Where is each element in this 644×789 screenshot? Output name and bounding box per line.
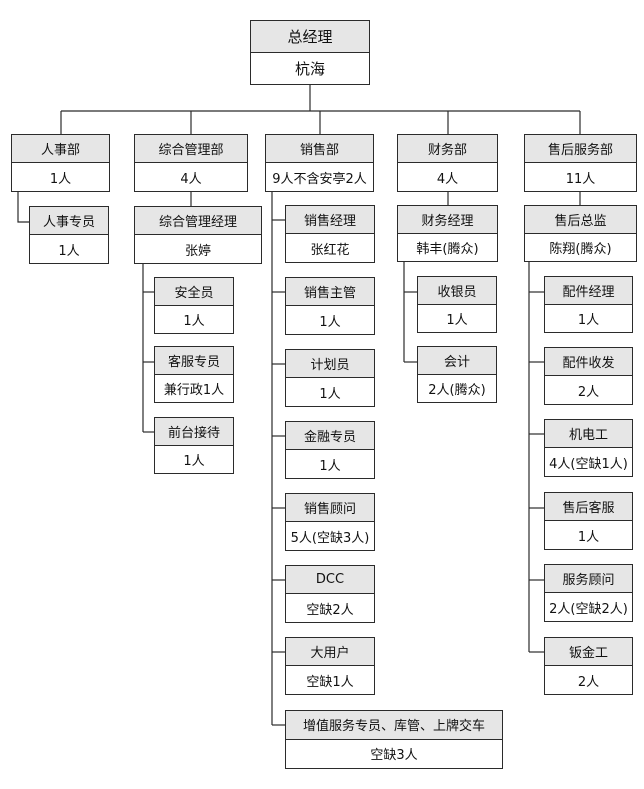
node-hr-dept: 人事部 1人 <box>11 134 110 192</box>
node-title: 销售顾问 <box>286 494 374 522</box>
node-detail: 张红花 <box>310 242 350 258</box>
node-detail: 2人 <box>577 384 600 400</box>
node-title: 人事专员 <box>30 207 108 235</box>
node-title: 售后服务部 <box>525 135 636 163</box>
node-title: 销售主管 <box>286 278 374 306</box>
node-title: 配件经理 <box>545 277 632 305</box>
node-hr-specialist: 人事专员 1人 <box>29 206 109 264</box>
node-sheet-metal: 钣金工 2人 <box>544 637 633 695</box>
node-detail: 空缺3人 <box>370 748 418 764</box>
node-planner: 计划员 1人 <box>285 349 375 407</box>
node-detail: 1人 <box>577 529 600 545</box>
node-title: 计划员 <box>286 350 374 378</box>
node-mechanic: 机电工 4人(空缺1人) <box>544 419 633 477</box>
node-finance-specialist: 金融专员 1人 <box>285 421 375 479</box>
node-detail: 1人 <box>49 171 72 187</box>
node-finance-dept: 财务部 4人 <box>397 134 498 192</box>
node-title: 综合管理经理 <box>135 207 261 235</box>
node-title: 前台接待 <box>155 418 233 446</box>
node-detail: 1人 <box>183 313 205 329</box>
node-title: 大用户 <box>286 638 374 666</box>
node-general-manager: 总经理 杭海 <box>250 20 370 85</box>
node-value-added-services: 增值服务专员、库管、上牌交车 空缺3人 <box>285 710 503 769</box>
node-detail: 1人 <box>577 312 600 328</box>
node-aftersales-customer-service: 售后客服 1人 <box>544 492 633 550</box>
node-accountant: 会计 2人(腾众) <box>417 346 497 403</box>
node-title: 收银员 <box>418 277 496 305</box>
node-service-advisor: 服务顾问 2人(空缺2人) <box>544 564 633 622</box>
node-sales-manager: 销售经理 张红花 <box>285 205 375 263</box>
node-finance-manager: 财务经理 韩丰(腾众) <box>397 205 498 262</box>
node-detail: 空缺2人 <box>306 602 354 618</box>
node-title: 人事部 <box>12 135 109 163</box>
node-detail: 11人 <box>565 171 596 187</box>
node-key-accounts: 大用户 空缺1人 <box>285 637 375 695</box>
node-detail: 1人 <box>183 453 205 469</box>
node-detail: 4人 <box>436 171 459 187</box>
node-parts-receiving: 配件收发 2人 <box>544 347 633 405</box>
node-title: 售后客服 <box>545 493 632 521</box>
node-detail: 9人不含安亭2人 <box>272 171 367 187</box>
node-detail: 陈翔(腾众) <box>549 241 612 257</box>
node-detail: 1人 <box>319 386 341 402</box>
node-detail: 空缺1人 <box>306 674 354 690</box>
node-title: 安全员 <box>155 278 233 306</box>
node-detail: 1人 <box>58 243 80 259</box>
node-title: 销售经理 <box>286 206 374 234</box>
node-detail: 韩丰(腾众) <box>416 241 479 257</box>
node-safety-officer: 安全员 1人 <box>154 277 234 334</box>
node-cashier: 收银员 1人 <box>417 276 497 333</box>
node-detail: 2人 <box>577 674 600 690</box>
node-detail: 2人(腾众) <box>428 382 486 398</box>
node-title: 服务顾问 <box>545 565 632 593</box>
node-detail: 4人(空缺1人) <box>549 456 628 472</box>
node-title: 总经理 <box>251 21 369 53</box>
node-title: 增值服务专员、库管、上牌交车 <box>286 711 502 740</box>
node-admin-dept: 综合管理部 4人 <box>134 134 248 192</box>
node-customer-service: 客服专员 兼行政1人 <box>154 346 234 403</box>
node-sales-consultant: 销售顾问 5人(空缺3人) <box>285 493 375 551</box>
node-detail: 1人 <box>446 312 468 328</box>
node-title: 钣金工 <box>545 638 632 666</box>
node-title: 售后总监 <box>525 206 636 234</box>
node-detail: 兼行政1人 <box>163 382 225 398</box>
node-reception: 前台接待 1人 <box>154 417 234 474</box>
node-title: 综合管理部 <box>135 135 247 163</box>
node-title: 会计 <box>418 347 496 375</box>
node-detail: 张婷 <box>184 243 211 259</box>
node-sales-supervisor: 销售主管 1人 <box>285 277 375 335</box>
node-title: 配件收发 <box>545 348 632 376</box>
node-sales-dept: 销售部 9人不含安亭2人 <box>265 134 374 192</box>
node-detail: 2人(空缺2人) <box>549 601 628 617</box>
node-title: 销售部 <box>266 135 373 163</box>
node-detail: 4人 <box>180 171 202 187</box>
node-parts-manager: 配件经理 1人 <box>544 276 633 333</box>
node-title: 机电工 <box>545 420 632 448</box>
node-detail: 5人(空缺3人) <box>290 530 370 546</box>
node-title: 客服专员 <box>155 347 233 375</box>
node-title: DCC <box>286 566 374 594</box>
node-admin-manager: 综合管理经理 张婷 <box>134 206 262 264</box>
node-title: 财务部 <box>398 135 497 163</box>
node-title: 财务经理 <box>398 206 497 234</box>
node-aftersales-director: 售后总监 陈翔(腾众) <box>524 205 637 262</box>
node-dcc: DCC 空缺2人 <box>285 565 375 623</box>
node-title: 金融专员 <box>286 422 374 450</box>
node-detail: 杭海 <box>294 59 325 78</box>
node-detail: 1人 <box>319 458 341 474</box>
node-detail: 1人 <box>319 314 341 330</box>
node-aftersales-dept: 售后服务部 11人 <box>524 134 637 192</box>
